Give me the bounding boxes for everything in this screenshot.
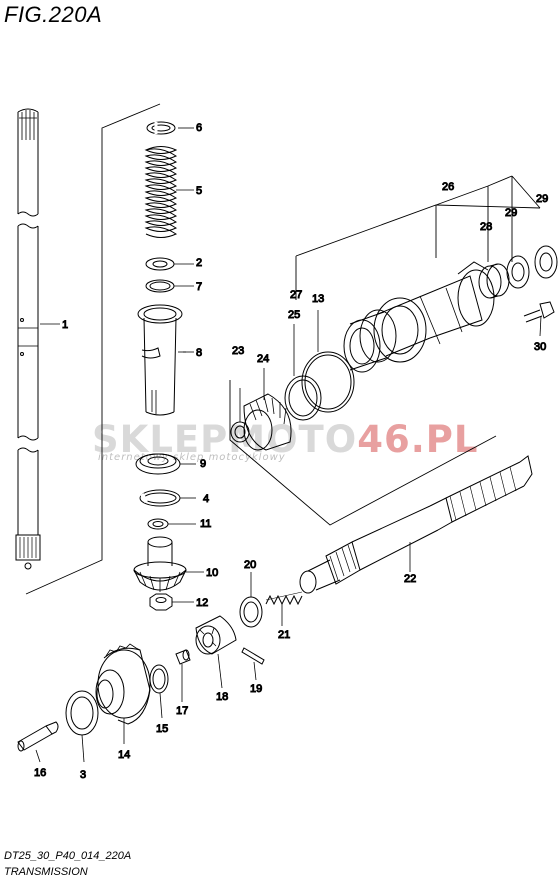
part-shaft-housing-26: [373, 261, 495, 363]
part-sleeve-8: [137, 304, 183, 416]
callout-22: 22: [404, 573, 416, 585]
part-drive-shaft: [15, 108, 41, 570]
callout-29b: 29: [536, 193, 548, 205]
part-oil-seal-29b: [534, 245, 558, 279]
part-pin-17: [175, 649, 191, 665]
callout-24: 24: [257, 353, 269, 365]
callout-1: 1: [62, 319, 68, 331]
part-spring-21: [265, 591, 303, 606]
part-o-ring-13: [301, 351, 355, 413]
part-ring-20: [239, 596, 263, 628]
callout-17: 17: [176, 705, 188, 717]
callout-4: 4: [203, 493, 209, 505]
callout-23: 23: [232, 345, 244, 357]
callout-3: 3: [80, 769, 86, 781]
part-ring-25: [284, 375, 322, 421]
part-shim-3: [65, 690, 99, 736]
callout-27: 27: [290, 289, 302, 301]
callout-8: 8: [196, 347, 202, 359]
part-washer-2: [145, 257, 175, 271]
watermark-brand-gray: SKLEPMOTO: [92, 418, 358, 461]
part-push-rod-16: [17, 721, 59, 752]
watermark-tagline: internetowy sklep motocyklowy: [98, 452, 286, 463]
part-circlip-4: [139, 489, 181, 507]
part-reverse-gear-14: [95, 643, 151, 725]
part-snap-ring-6: [146, 121, 176, 135]
leader-lines: [35, 127, 542, 763]
assembly-bracket-lines: [25, 103, 541, 595]
callout-labels: 1 2 3 4 5 6 7 8 9 10 11 12 13 14 15 16 1…: [34, 122, 549, 782]
callout-14: 14: [118, 749, 130, 761]
part-bevel-gear-24: [243, 393, 292, 451]
part-propeller-shaft-22: [299, 455, 533, 594]
part-pinion-gear-10: [133, 536, 187, 592]
callout-13: 13: [312, 293, 324, 305]
callout-2: 2: [196, 257, 202, 269]
figure-title: FIG.220A: [4, 2, 103, 27]
callout-20: 20: [244, 559, 256, 571]
part-ring-15: [149, 664, 169, 694]
part-collar-9: [135, 453, 181, 475]
callout-26: 26: [442, 181, 454, 193]
callout-28: 28: [480, 221, 492, 233]
callout-18: 18: [216, 691, 228, 703]
figure-code: DT25_30_P40_014_220A: [4, 850, 132, 862]
part-pin-19: [241, 647, 265, 665]
callout-29a: 29: [505, 207, 517, 219]
callout-25: 25: [288, 309, 300, 321]
callout-6: 6: [196, 122, 202, 134]
callout-12: 12: [196, 597, 208, 609]
callout-21: 21: [278, 629, 290, 641]
part-clutch-dog-18: [195, 615, 237, 655]
part-bolt-30: [523, 301, 555, 323]
part-needle-bearing-28: [478, 263, 510, 299]
part-oil-seal-29a: [506, 255, 530, 289]
part-nut-12: [149, 593, 173, 611]
watermark-brand-red: 46.PL: [357, 418, 479, 461]
callout-15: 15: [156, 723, 168, 735]
part-spring-5: [144, 146, 178, 238]
callout-7: 7: [196, 281, 202, 293]
callout-10: 10: [206, 567, 218, 579]
part-bearing-27: [343, 309, 397, 373]
figure-section: TRANSMISSION: [4, 866, 88, 878]
callout-19: 19: [250, 683, 262, 695]
callout-9: 9: [200, 458, 206, 470]
callout-5: 5: [196, 185, 202, 197]
callout-30: 30: [534, 341, 546, 353]
callout-11: 11: [200, 518, 211, 530]
callout-16: 16: [34, 767, 46, 779]
part-ring-7: [145, 279, 175, 293]
part-washer-11: [147, 518, 169, 530]
